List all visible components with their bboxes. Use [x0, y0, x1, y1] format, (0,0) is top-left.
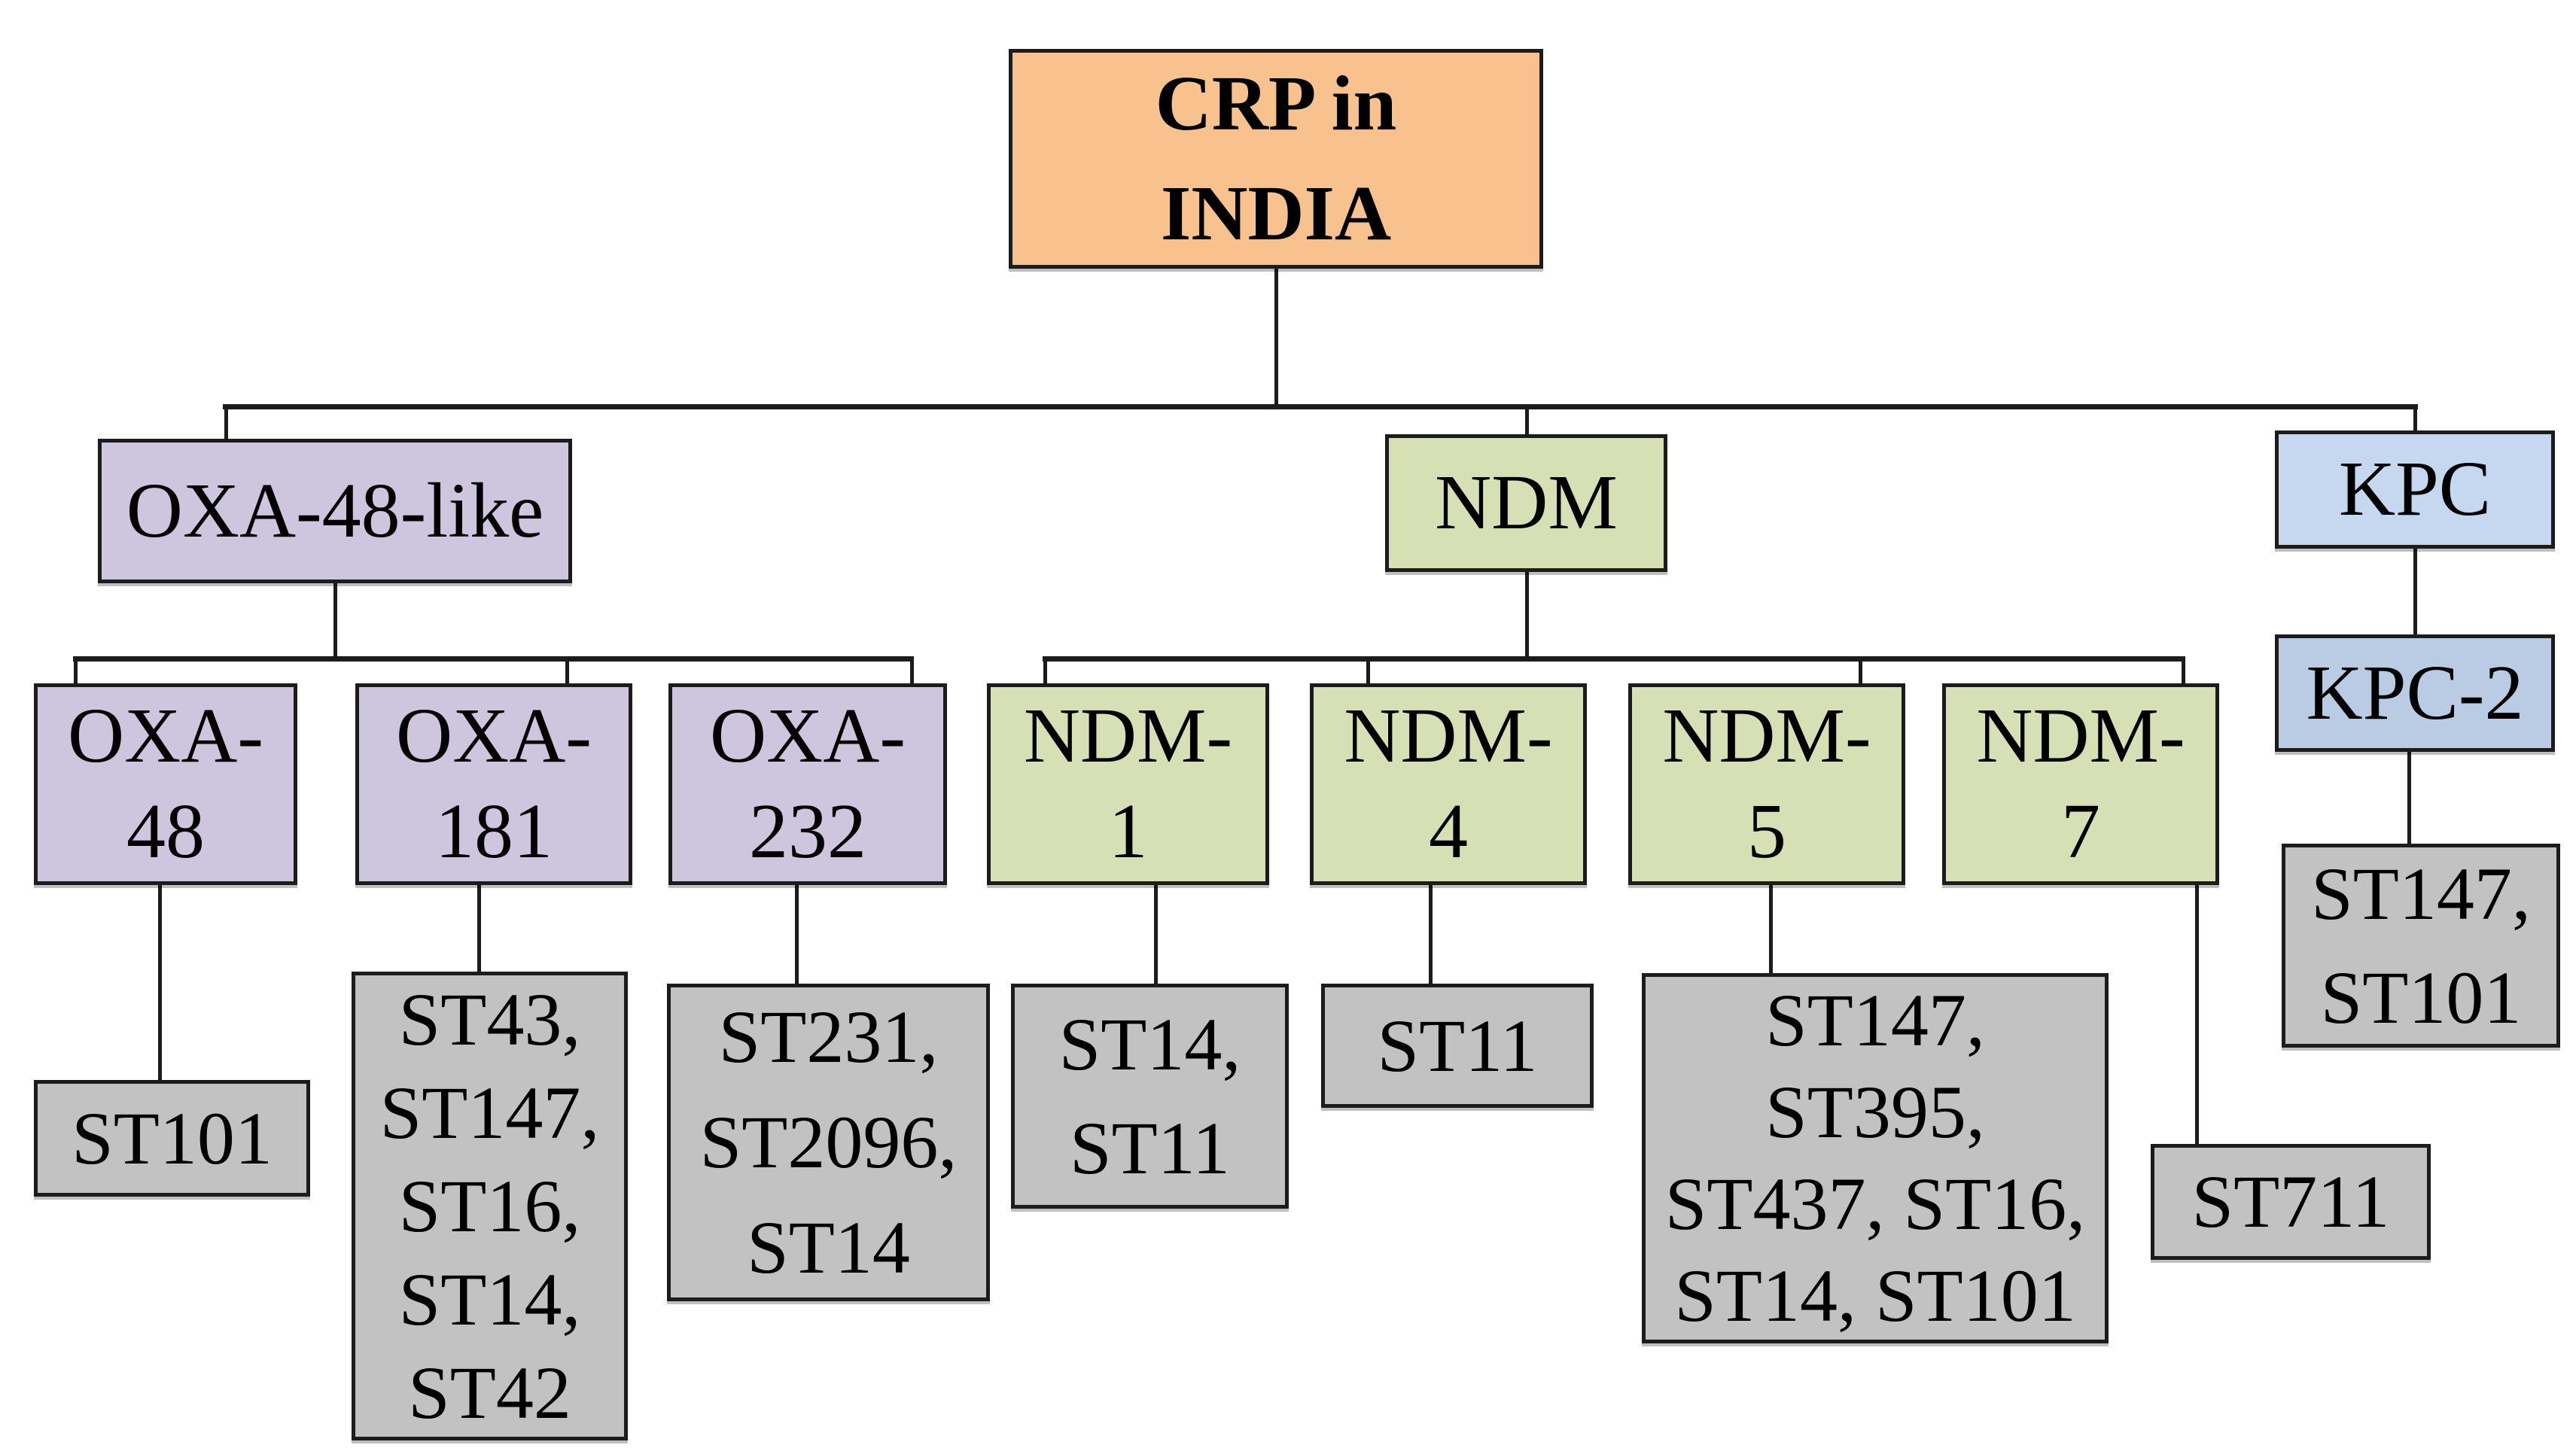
st-label-line: ST43,: [398, 977, 581, 1061]
node-label-line1: NDM-: [1344, 692, 1553, 780]
connector-tick-oxa48: [74, 658, 78, 688]
node-label-line2: 5: [1747, 788, 1786, 875]
connector-tick-oxa181: [565, 658, 569, 688]
node-crp-in-india: CRP in INDIA: [1009, 49, 1543, 269]
connector-tick-ndm5: [1859, 658, 1862, 688]
connector-oxa232-st: [795, 884, 799, 985]
st-label-line: ST231,: [718, 995, 939, 1078]
st-label-line: ST42: [408, 1350, 571, 1434]
node-label-line1: OXA-: [710, 692, 906, 780]
connector-tick-ndm1: [1043, 658, 1047, 688]
connector-ndm4-st: [1429, 884, 1433, 985]
node-label: KPC: [2338, 446, 2492, 533]
connector-oxa48-st101: [158, 884, 162, 1081]
connector-ndm-distributor: [1043, 656, 2185, 662]
node-label-line1: NDM-: [1023, 692, 1233, 780]
connector-kpc-kpc2: [2413, 547, 2417, 637]
st-label-line: ST437, ST16,: [1664, 1162, 2086, 1246]
st-label-line: ST147,: [379, 1070, 600, 1154]
st-label: ST711: [2191, 1160, 2390, 1243]
node-kpc-2: KPC-2: [2275, 634, 2555, 752]
node-ndm-7: NDM- 7: [1942, 683, 2219, 885]
connector-drop-ndm: [1525, 406, 1529, 440]
connector-drop-oxa48like: [224, 406, 228, 443]
node-ndm-4: NDM- 4: [1310, 683, 1587, 885]
node-label-line2: 1: [1108, 788, 1148, 875]
st-label-line: ST11: [1070, 1106, 1230, 1190]
connector-oxa181-st: [477, 884, 481, 973]
st-label-line: ST395,: [1765, 1070, 1985, 1154]
node-ndm: NDM: [1385, 434, 1667, 572]
node-label-line1: NDM-: [1662, 692, 1871, 780]
st-label-line: ST2096,: [699, 1100, 958, 1184]
connector-tick-oxa232: [910, 658, 914, 688]
connector-root-trunk: [1274, 267, 1278, 409]
node-label-line2: 232: [749, 788, 866, 875]
st-label-line: ST14,: [398, 1257, 581, 1341]
st-label-line: ST14: [747, 1206, 910, 1289]
st-label-line: ST14,: [1058, 1002, 1241, 1086]
node-label: NDM: [1435, 459, 1618, 546]
connector-ndm1-st: [1154, 884, 1158, 985]
st-group-oxa-48: ST101: [34, 1080, 310, 1197]
node-label-line1: NDM-: [1976, 692, 2185, 780]
connector-tick-ndm4: [1366, 658, 1370, 688]
connector-ndm7-st711: [2195, 884, 2199, 1145]
connector-main-distributor: [223, 404, 2418, 409]
node-label-line1: OXA-: [396, 692, 592, 780]
node-ndm-5: NDM- 5: [1628, 683, 1905, 885]
node-label: OXA-48-like: [126, 467, 544, 554]
st-group-ndm-1: ST14, ST11: [1011, 984, 1289, 1209]
st-group-oxa-232: ST231, ST2096, ST14: [667, 984, 990, 1301]
st-label-line: ST147,: [2311, 851, 2531, 935]
connector-tick-ndm7: [2182, 658, 2185, 688]
node-label-line2: 7: [2061, 788, 2100, 875]
st-group-ndm-7: ST711: [2151, 1144, 2431, 1260]
node-oxa-48-like: OXA-48-like: [98, 439, 572, 583]
st-label: ST11: [1377, 1003, 1538, 1087]
node-label-line1: OXA-: [68, 692, 263, 780]
node-oxa-48: OXA- 48: [34, 683, 297, 885]
st-label-line: ST16,: [398, 1164, 581, 1248]
connector-ndm5-st: [1769, 884, 1773, 975]
st-label: ST101: [72, 1096, 273, 1180]
connector-kpc2-st: [2407, 750, 2411, 845]
node-label-line2: 48: [126, 788, 205, 875]
node-ndm-1: NDM- 1: [987, 683, 1269, 885]
connector-drop-kpc: [2413, 406, 2417, 437]
connector-stem-oxa48like: [333, 582, 337, 662]
st-label-line: ST14, ST101: [1674, 1254, 2076, 1337]
root-label-line1: CRP in: [1155, 60, 1397, 148]
st-group-ndm-4: ST11: [1321, 984, 1594, 1108]
node-oxa-181: OXA- 181: [355, 683, 632, 885]
node-label-line2: 4: [1429, 788, 1468, 875]
connector-oxa-distributor: [73, 656, 914, 662]
connector-stem-ndm: [1525, 570, 1529, 662]
st-group-ndm-5: ST147, ST395, ST437, ST16, ST14, ST101: [1642, 973, 2109, 1343]
node-kpc: KPC: [2275, 430, 2555, 549]
node-oxa-232: OXA- 232: [668, 683, 947, 885]
st-group-oxa-181: ST43, ST147, ST16, ST14, ST42: [352, 972, 628, 1440]
node-label: KPC-2: [2306, 649, 2524, 736]
st-label-line: ST101: [2320, 955, 2522, 1039]
st-group-kpc-2: ST147, ST101: [2282, 844, 2560, 1048]
root-label-line2: INDIA: [1160, 170, 1392, 257]
st-label-line: ST147,: [1765, 978, 1985, 1062]
node-label-line2: 181: [435, 788, 553, 875]
